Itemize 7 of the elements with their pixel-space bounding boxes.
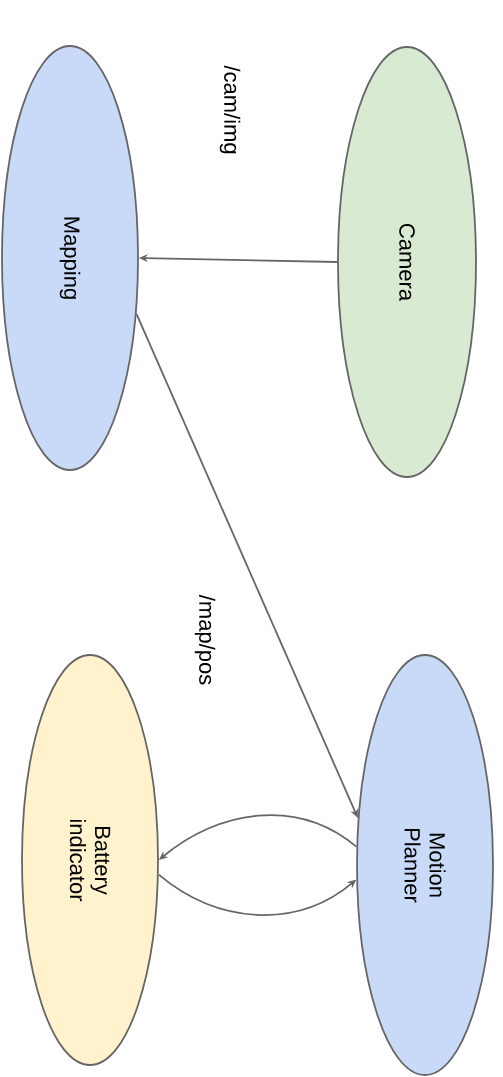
ellipse-node: Camera xyxy=(337,46,477,478)
ellipse-node: Motion Planner xyxy=(356,654,494,1076)
arrow xyxy=(135,312,358,818)
ellipse-node: Mapping xyxy=(1,45,139,471)
edge-label: /cam/img xyxy=(217,63,243,157)
ellipse-node: Battery indicator xyxy=(21,654,159,1066)
edge-label: /map/pos xyxy=(192,592,218,688)
